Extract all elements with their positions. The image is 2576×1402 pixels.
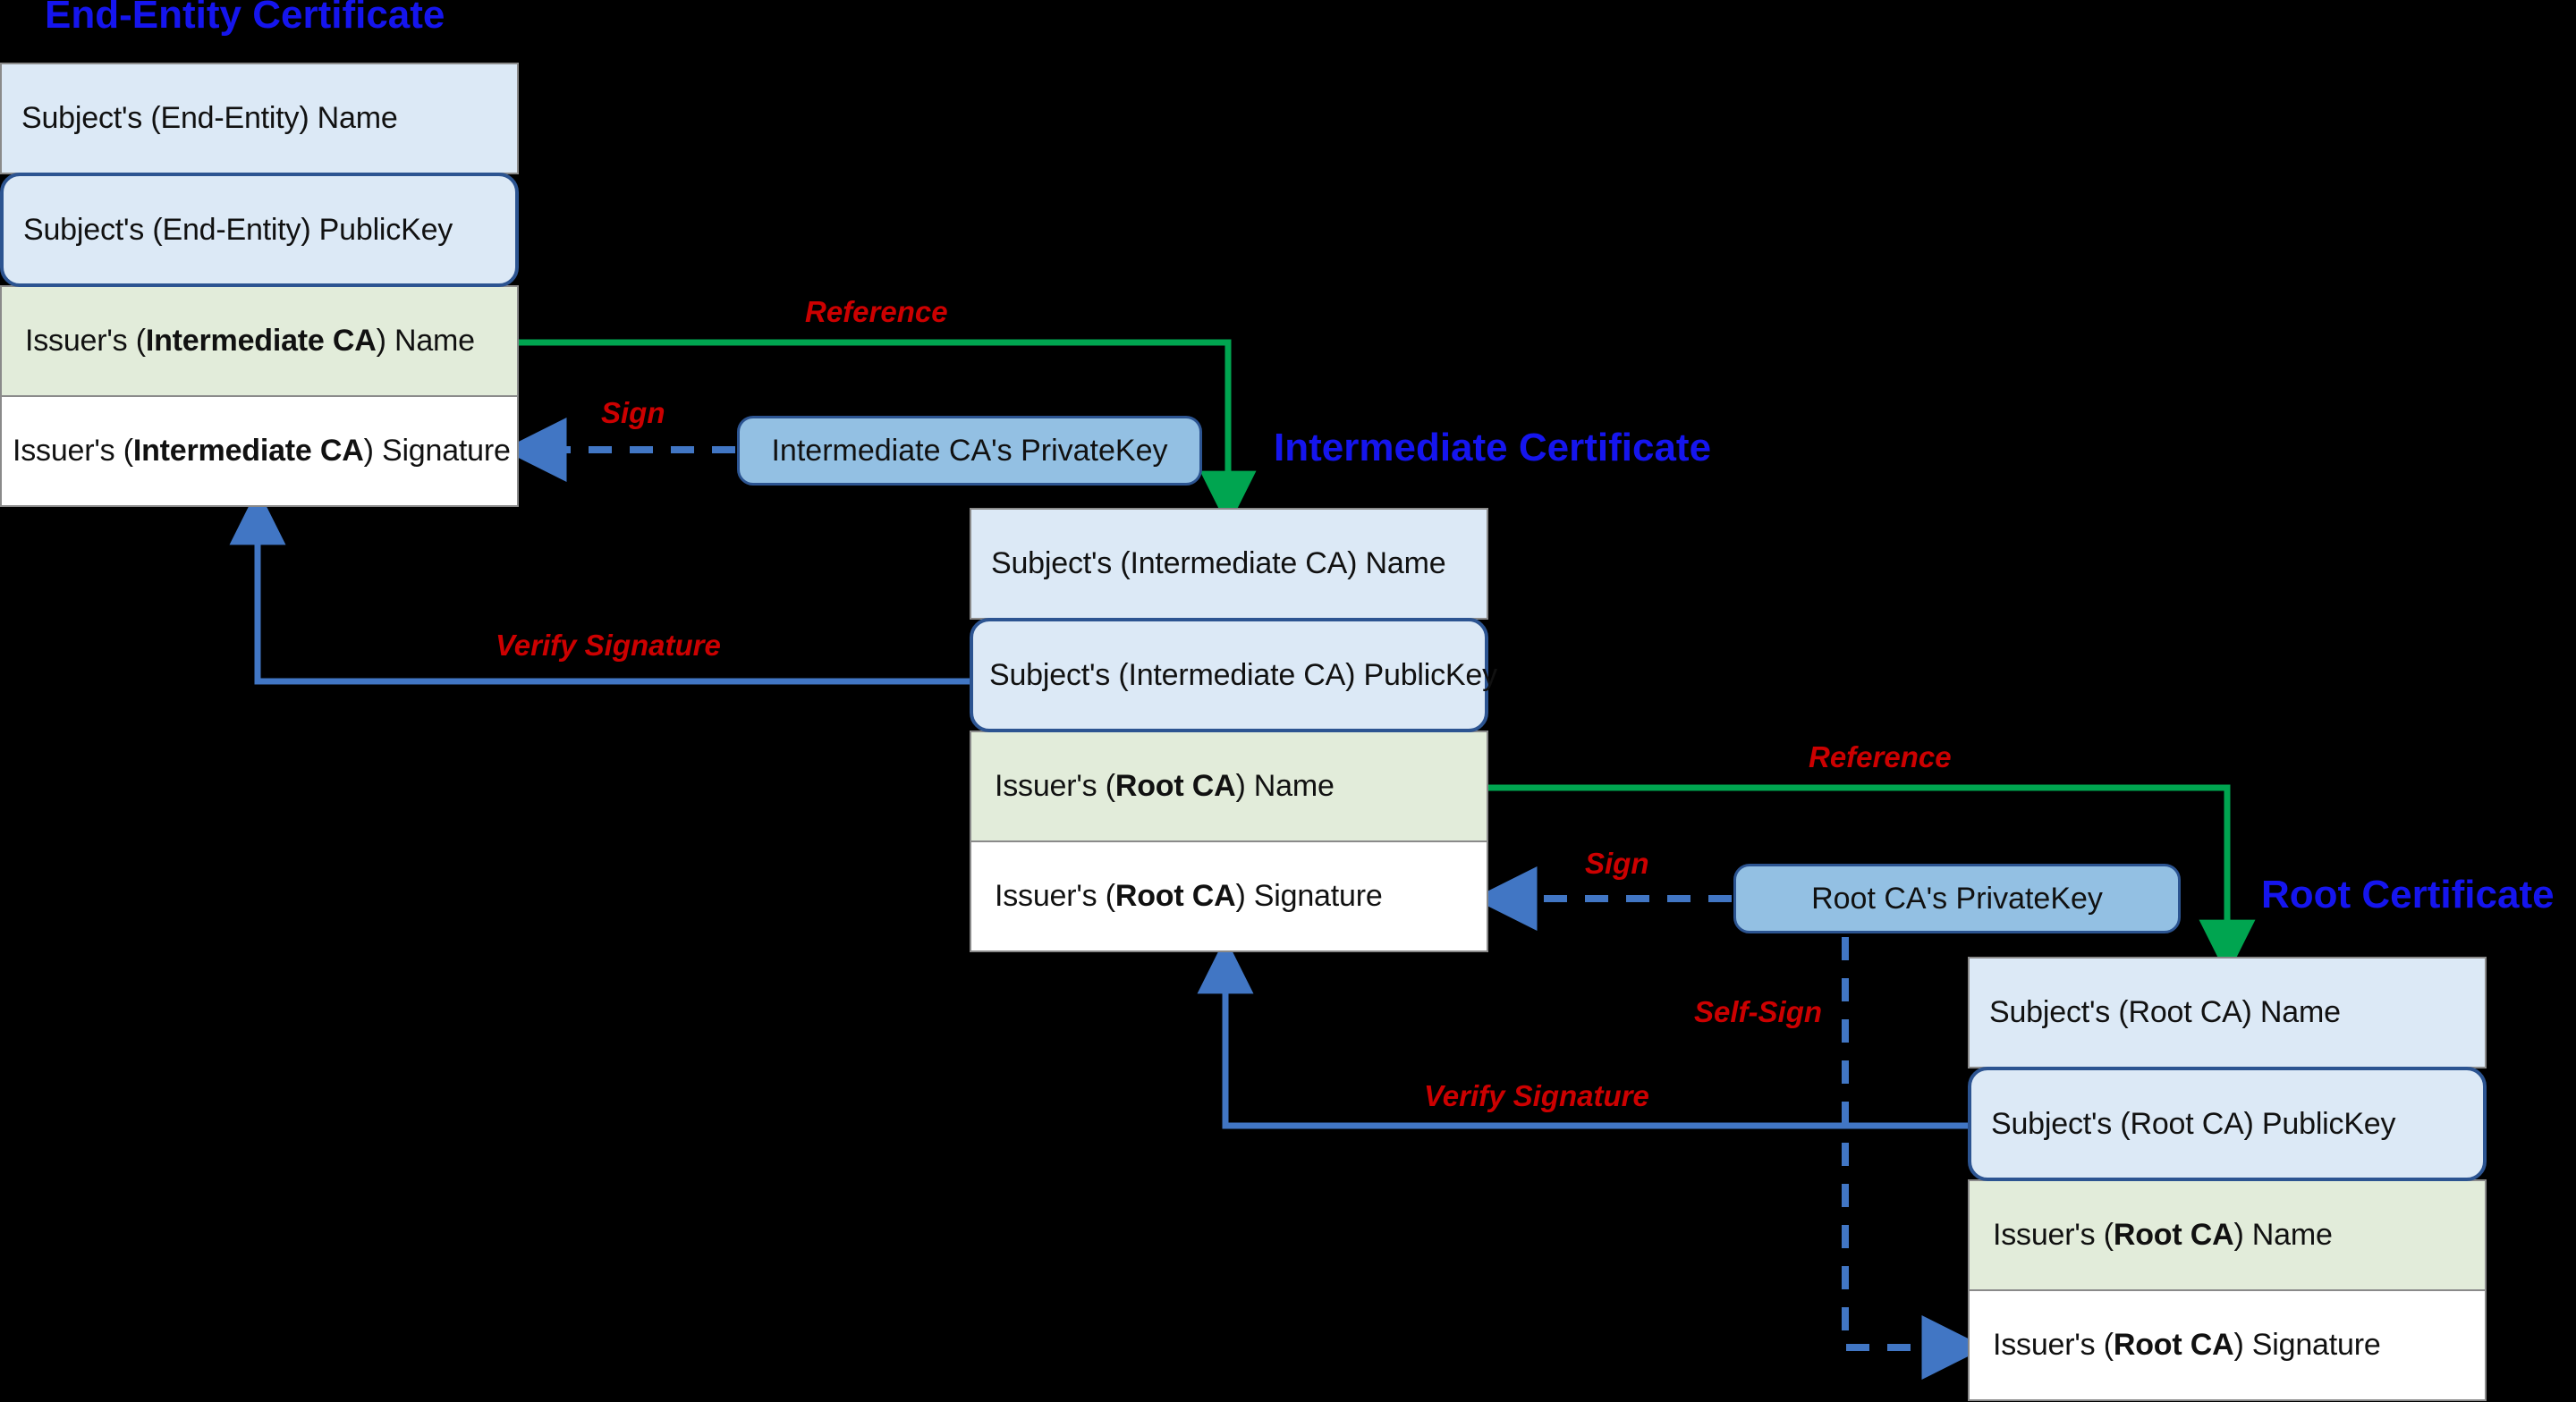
certificate-end-entity[interactable]: Subject's (End-Entity) Name Subject's (E… — [0, 63, 519, 508]
row-text-suffix: ) Signature — [363, 434, 511, 468]
row-intermediate-issuer-name[interactable]: Issuer's (Root CA) Name — [970, 731, 1488, 842]
row-text-suffix: ) Signature — [1235, 879, 1383, 913]
edge-label-reference-lower: Reference — [1809, 740, 1952, 773]
private-key-intermediate-ca[interactable]: Intermediate CA's PrivateKey — [737, 416, 1202, 486]
row-end-entity-issuer-signature[interactable]: Issuer's (Intermediate CA) Signature — [0, 395, 519, 507]
row-end-entity-subject-publickey[interactable]: Subject's (End-Entity) PublicKey — [0, 173, 519, 287]
row-end-entity-issuer-name[interactable]: Issuer's (Intermediate CA) Name — [0, 285, 519, 397]
certificate-intermediate[interactable]: Subject's (Intermediate CA) Name Subject… — [970, 508, 1497, 955]
edge-label-verify-signature-upper: Verify Signature — [496, 629, 721, 662]
row-text-bold: Intermediate CA — [132, 434, 364, 468]
row-text: Subject's (Intermediate CA) Name — [991, 546, 1446, 580]
edge-label-sign-upper: Sign — [601, 396, 665, 429]
row-root-issuer-signature[interactable]: Issuer's (Root CA) Signature — [1968, 1289, 2487, 1401]
row-text: Subject's (Intermediate CA) PublicKey — [989, 657, 1497, 692]
row-text-bold: Root CA — [2113, 1218, 2234, 1252]
row-text-suffix: ) Name — [2233, 1218, 2333, 1252]
row-text-suffix: ) Name — [376, 324, 475, 358]
edge-label-self-sign: Self-Sign — [1694, 995, 1823, 1028]
row-text-prefix: Issuer's ( — [13, 434, 133, 468]
row-root-subject-publickey[interactable]: Subject's (Root CA) PublicKey — [1968, 1067, 2487, 1181]
private-key-root-ca[interactable]: Root CA's PrivateKey — [1733, 864, 2181, 933]
row-text-prefix: Issuer's ( — [995, 879, 1115, 913]
row-text-bold: Intermediate CA — [145, 324, 377, 358]
row-intermediate-subject-name[interactable]: Subject's (Intermediate CA) Name — [970, 508, 1488, 620]
edge-label-sign-lower: Sign — [1585, 847, 1649, 880]
row-text: Subject's (Root CA) Name — [1989, 995, 2341, 1029]
row-text-prefix: Issuer's ( — [1993, 1328, 2114, 1362]
title-root-certificate: Root Certificate — [2261, 873, 2555, 916]
row-text-suffix: ) Name — [1235, 769, 1335, 803]
certificate-root[interactable]: Subject's (Root CA) Name Subject's (Root… — [1968, 957, 2487, 1402]
row-root-subject-name[interactable]: Subject's (Root CA) Name — [1968, 957, 2487, 1068]
row-text-prefix: Issuer's ( — [1993, 1218, 2114, 1252]
title-end-entity-certificate: End-Entity Certificate — [45, 0, 445, 37]
row-text-bold: Root CA — [2113, 1328, 2234, 1362]
title-intermediate-certificate: Intermediate Certificate — [1274, 426, 1712, 469]
row-text: Subject's (Root CA) PublicKey — [1991, 1106, 2396, 1141]
edge-label-verify-signature-lower: Verify Signature — [1424, 1079, 1649, 1112]
row-text-bold: Root CA — [1114, 769, 1236, 803]
row-text-suffix: ) Signature — [2233, 1328, 2381, 1362]
row-end-entity-subject-name[interactable]: Subject's (End-Entity) Name — [0, 63, 519, 174]
row-root-issuer-name[interactable]: Issuer's (Root CA) Name — [1968, 1179, 2487, 1291]
row-text: Subject's (End-Entity) Name — [21, 101, 398, 135]
row-text-prefix: Issuer's ( — [995, 769, 1115, 803]
row-text: Subject's (End-Entity) PublicKey — [23, 212, 453, 247]
self-sign-edge — [1842, 937, 1987, 1380]
row-text-prefix: Issuer's ( — [25, 324, 146, 358]
row-intermediate-subject-publickey[interactable]: Subject's (Intermediate CA) PublicKey — [970, 618, 1497, 732]
row-text-bold: Root CA — [1114, 879, 1236, 913]
edge-label-reference-upper: Reference — [805, 295, 948, 328]
row-intermediate-issuer-signature[interactable]: Issuer's (Root CA) Signature — [970, 840, 1488, 952]
